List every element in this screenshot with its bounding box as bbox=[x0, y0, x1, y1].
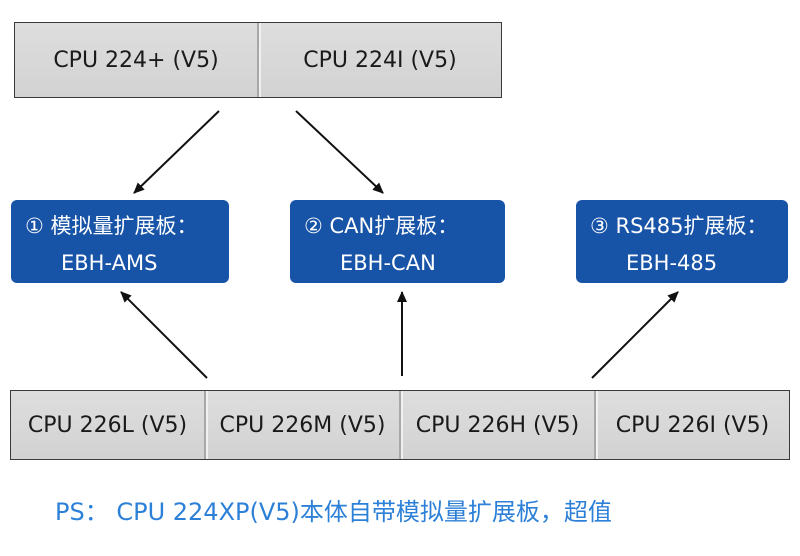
board-can-model: EBH-CAN bbox=[340, 251, 436, 275]
cpu-224i-cell: CPU 224I (V5) bbox=[257, 23, 501, 97]
cpu-226l-cell: CPU 226L (V5) bbox=[11, 391, 204, 459]
ps-note: PS： CPU 224XP(V5)本体自带模拟量扩展板，超值 bbox=[55, 498, 612, 526]
arrow-bottom-to-rs485 bbox=[591, 291, 679, 379]
board-can: ② CAN扩展板： EBH-CAN bbox=[290, 200, 505, 283]
board-rs485: ③ RS485扩展板： EBH-485 bbox=[576, 200, 788, 283]
cpu-226h-cell: CPU 226H (V5) bbox=[399, 391, 594, 459]
board-analog: ① 模拟量扩展板： EBH-AMS bbox=[11, 200, 229, 283]
board-analog-title: ① 模拟量扩展板： bbox=[25, 214, 198, 238]
bottom-cpu-bar: CPU 226L (V5) CPU 226M (V5) CPU 226H (V5… bbox=[10, 390, 790, 460]
arrow-bottom-to-analog bbox=[120, 291, 208, 379]
arrow-top-to-can bbox=[295, 110, 384, 194]
board-rs485-title: ③ RS485扩展板： bbox=[590, 214, 768, 238]
board-can-title: ② CAN扩展板： bbox=[304, 214, 459, 238]
cpu-226m-cell: CPU 226M (V5) bbox=[204, 391, 399, 459]
arrow-top-to-analog bbox=[133, 110, 220, 194]
top-cpu-bar: CPU 224+ (V5) CPU 224I (V5) bbox=[14, 22, 502, 98]
cpu-224plus-cell: CPU 224+ (V5) bbox=[15, 23, 257, 97]
board-rs485-model: EBH-485 bbox=[626, 251, 718, 275]
cpu-226i-cell: CPU 226I (V5) bbox=[594, 391, 789, 459]
board-analog-model: EBH-AMS bbox=[61, 251, 158, 275]
